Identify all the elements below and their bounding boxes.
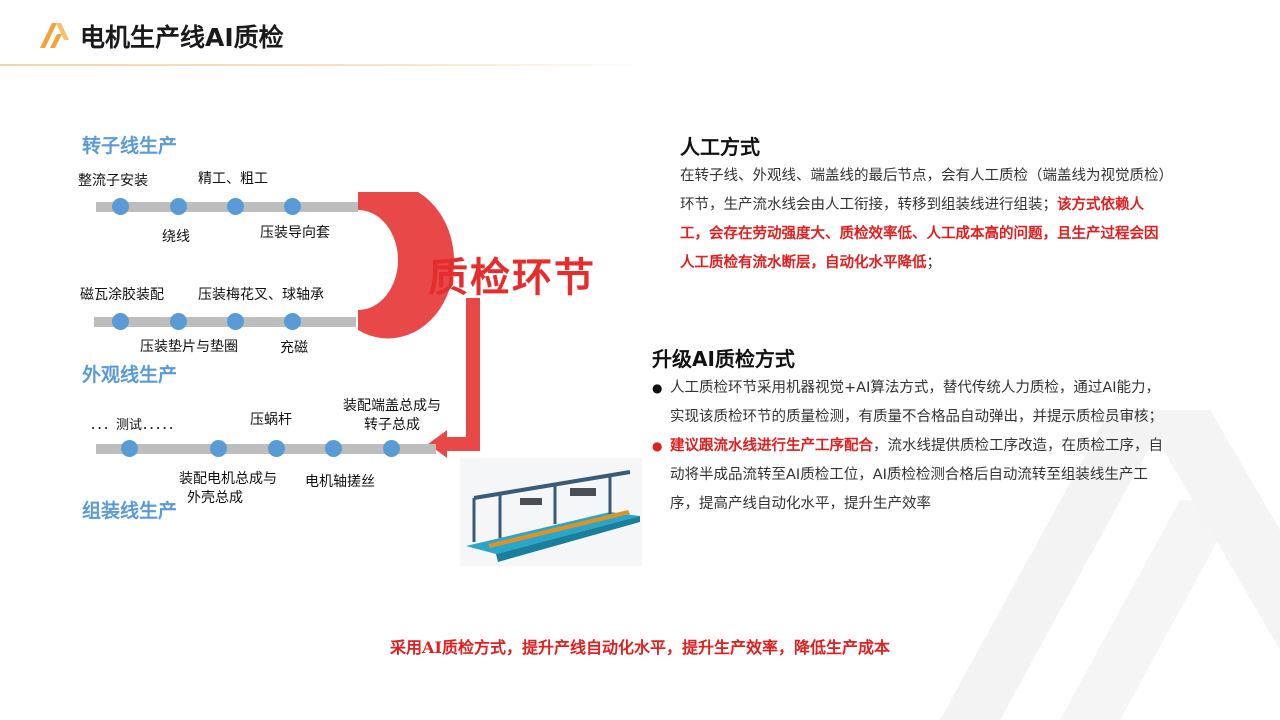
step-label: 压装垫片与垫圈 [140,339,238,355]
step-label: 充磁 [280,340,308,356]
process-node [210,440,227,457]
upgrade-method-heading: 升级AI质检方式 [652,347,795,371]
page-title: 电机生产线AI质检 [80,23,284,52]
step-label-line: 转子总成 [364,417,420,433]
section-appearance-label: 外观线生产 [82,364,178,386]
bullet-icon: ● [652,439,663,453]
step-label: 装配电机总成与 外壳总成 [170,470,286,508]
step-label: 磁瓦涂胶装配 [80,287,164,303]
step-label: 压装梅花叉、球轴承 [198,287,324,303]
step-label: 整流子安装 [78,173,148,189]
step-label-line: 装配端盖总成与 [343,398,441,414]
header-divider [0,64,650,66]
process-node [121,440,138,457]
step-label: 压蜗杆 [250,412,292,428]
list-item: ● 人工质检环节采用机器视觉+AI算法方式，替代传统人力质检，通过AI能力，实现… [652,374,1172,432]
step-label: 装配端盖总成与 转子总成 [334,397,450,435]
process-node [112,313,129,330]
process-node [383,440,400,457]
step-label: 精工、粗工 [198,171,268,187]
manual-text-highlight: 该方式依赖人工，会存在劳动强度大、质检效率低、人工成本高的问题，且生产过程会因人… [680,197,1159,271]
section-rotor-label: 转子线生产 [82,135,178,157]
list-item-rest: ，流水线提供质检工序改造，在质检工序，自动将半成品流转至AI质检工位，AI质检检… [670,438,1163,512]
manual-text-normal: 在转子线、外观线、端盖线的最后节点，会有人工质检（端盖线为视觉质检）环节，生产流… [680,168,1166,213]
bullet-icon: ● [652,381,663,395]
step-label-line: 装配电机总成与 [179,471,277,487]
step-label-line: 外壳总成 [187,490,243,506]
step-label: 电机轴搓丝 [305,474,375,490]
conveyor-illustration [460,458,642,566]
process-node [325,440,342,457]
step-label: 压装导向套 [260,225,330,241]
list-item: ● 建议跟流水线进行生产工序配合，流水线提供质检工序改造，在质检工序，自动将半成… [652,432,1172,519]
process-node [227,313,244,330]
list-item-highlight: 建议跟流水线进行生产工序配合 [670,438,873,454]
manual-text-tail: ； [926,255,942,271]
upgrade-method-list: ● 人工质检环节采用机器视觉+AI算法方式，替代传统人力质检，通过AI能力，实现… [652,374,1172,519]
qc-stage-label: 质检环节 [428,255,596,301]
process-node [284,313,301,330]
assembly-production-line [96,444,436,454]
process-node [268,440,285,457]
manual-method-text: 在转子线、外观线、端盖线的最后节点，会有人工质检（端盖线为视觉质检）环节，生产流… [680,162,1172,278]
appearance-production-line [94,317,356,327]
list-item-text: 人工质检环节采用机器视觉+AI算法方式，替代传统人力质检，通过AI能力，实现该质… [670,380,1163,425]
step-label: 绕线 [162,229,190,245]
manual-method-heading: 人工方式 [680,135,760,159]
section-assembly-label: 组装线生产 [82,500,178,522]
process-node [284,198,301,215]
step-label: ．．．测试．．．．． [90,418,182,433]
qc-flow-arrow [358,192,480,458]
process-node [227,198,244,215]
watermark-logo [940,410,1280,720]
list-item-text: 建议跟流水线进行生产工序配合，流水线提供质检工序改造，在质检工序，自动将半成品流… [670,432,1172,519]
process-node [112,198,129,215]
process-node [170,313,187,330]
process-node [170,198,187,215]
brand-logo-icon [40,23,69,48]
summary-note: 采用AI质检方式，提升产线自动化水平，提升生产效率，降低生产成本 [390,638,890,657]
